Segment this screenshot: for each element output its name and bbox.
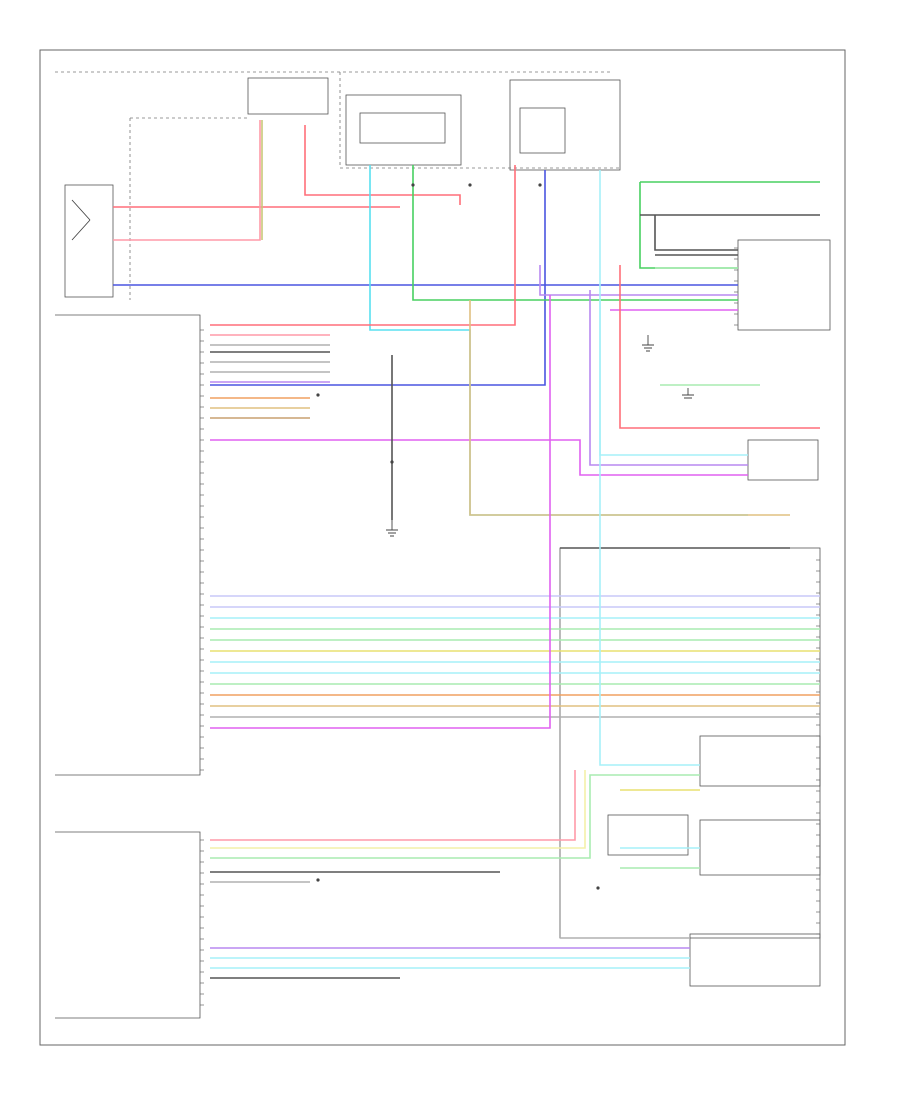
wire-lightcyan	[599, 300, 748, 456]
wire-red	[210, 165, 516, 326]
wire-violet	[539, 265, 738, 296]
wire-magenta	[210, 439, 748, 476]
fuse-block-region	[55, 71, 621, 300]
wire-harness	[113, 120, 820, 979]
wire-lightyellow	[210, 770, 586, 849]
splice-icon	[316, 183, 600, 890]
wire-lightcyan	[599, 170, 700, 766]
connector-pin-icon	[200, 247, 820, 1006]
wire-green	[412, 165, 738, 301]
wire-cyan	[369, 165, 748, 516]
wire-black	[640, 214, 820, 251]
wire-blue	[210, 170, 546, 386]
ground-icon	[386, 335, 694, 537]
wire-red	[619, 265, 820, 429]
wire-pink	[113, 120, 261, 241]
wire-tan	[469, 300, 790, 516]
left-control-module	[64, 184, 114, 298]
wire-red	[304, 125, 461, 205]
wire-pink	[210, 770, 576, 841]
main-module-front	[55, 314, 201, 776]
wire-lightgreen	[210, 774, 700, 859]
wire-magenta	[210, 295, 551, 729]
diagram-frame	[39, 49, 846, 1046]
wire-violet	[589, 290, 748, 466]
main-module-rear	[55, 831, 201, 1019]
